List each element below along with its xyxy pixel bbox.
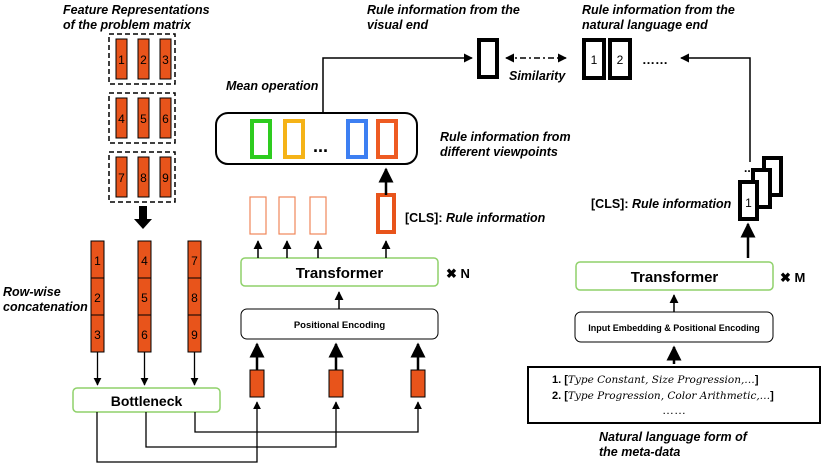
visual-end-line2: visual end — [367, 18, 428, 32]
cls-output-stack: 1 ... — [738, 156, 783, 221]
nl-form-line2: the meta-data — [599, 445, 680, 459]
column-to-bottleneck-arrows — [93, 352, 199, 386]
positional-encoding-block[interactable]: Positional Encoding — [240, 308, 439, 340]
transformer-output-arrows — [253, 240, 391, 258]
views-ellipsis: ... — [313, 136, 328, 156]
viewpoints-line2: different viewpoints — [440, 145, 558, 159]
input-embedding-label: Input Embedding & Positional Encoding — [588, 323, 760, 333]
cls-token — [376, 193, 396, 234]
cell-label: 6 — [162, 112, 169, 126]
nl-end-line2: natural language end — [582, 18, 708, 32]
times-n-label: ✖ N — [446, 266, 470, 281]
stack-dots: ... — [744, 161, 754, 175]
transformer-right-block[interactable]: Transformer — [575, 261, 774, 291]
feature-title-line2: of the problem matrix — [63, 18, 192, 32]
column-vector-2: 4 5 6 — [137, 240, 152, 353]
meta-suffix: ] — [770, 390, 774, 402]
nl-rule-vectors: 1 2 …… — [582, 38, 668, 80]
meta-content: Type Constant, Size Progression,… — [568, 374, 755, 386]
cls-label: [CLS]: Rule information — [405, 211, 546, 225]
cell-label: 4 — [141, 254, 148, 268]
meta-suffix: ] — [755, 374, 759, 386]
mean-to-visual-arrow — [322, 53, 473, 113]
transformer-left-block[interactable]: Transformer — [240, 257, 439, 287]
positional-encoding-label: Positional Encoding — [294, 320, 386, 331]
cls-tag-label: [CLS]: — [405, 211, 443, 225]
view-orange — [376, 119, 398, 159]
token-to-posenc-arrows — [249, 342, 426, 370]
similarity-label: Similarity — [509, 69, 566, 83]
output-tokens — [249, 196, 327, 235]
metadata-dots: …… — [662, 403, 686, 417]
column-vector-1: 1 2 3 — [90, 240, 105, 353]
bottleneck-label: Bottleneck — [111, 393, 183, 409]
big-down-arrow-icon — [134, 206, 152, 229]
row-concat-line1: Row-wise — [3, 285, 61, 299]
metadata-line-2: 2. [Type Progression, Color Arithmetic,…… — [552, 390, 774, 402]
cls-text-label: Rule information — [443, 211, 546, 225]
matrix-row-1: 1 2 3 — [108, 33, 176, 85]
cls-right-label: [CLS]: Rule information — [591, 197, 732, 211]
view-green — [250, 119, 272, 159]
stack-to-nl-arrow — [680, 53, 751, 162]
feature-title-line1: Feature Representations — [63, 3, 210, 17]
bottleneck-block[interactable]: Bottleneck — [72, 387, 221, 413]
cell-label: 4 — [118, 112, 125, 126]
input-embedding-block[interactable]: Input Embedding & Positional Encoding — [574, 311, 774, 343]
times-m-label: ✖ M — [780, 270, 805, 285]
cell-label: 1 — [94, 254, 101, 268]
visual-end-line1: Rule information from the — [367, 3, 520, 17]
nl-form-line1: Natural language form of — [599, 430, 749, 444]
cell-label: 2 — [94, 291, 101, 305]
visual-rule-vector — [477, 38, 499, 79]
meta-content: Type Progression, Color Arithmetic,… — [568, 390, 770, 402]
transformer-left-label: Transformer — [296, 265, 384, 282]
matrix-row-3: 7 8 9 — [108, 151, 176, 203]
meta-prefix: 1. [ — [552, 374, 568, 386]
token-inputs — [249, 369, 426, 398]
cell-label: 9 — [162, 171, 169, 185]
viewpoints-line1: Rule information from — [440, 130, 571, 144]
view-blue — [346, 119, 368, 159]
cell-label: 7 — [118, 171, 125, 185]
cell-label: 5 — [140, 112, 147, 126]
nl-vec-label: 1 — [591, 53, 598, 67]
nl-vec-label: 2 — [617, 53, 624, 67]
view-yellow — [283, 119, 305, 159]
cell-label: 3 — [94, 328, 101, 342]
cell-label: 2 — [140, 53, 147, 67]
cell-label: 1 — [118, 53, 125, 67]
row-concat-line2: concatenation — [3, 300, 88, 314]
cls-right-text: Rule information — [629, 197, 732, 211]
cell-label: 5 — [141, 291, 148, 305]
nl-end-line1: Rule information from the — [582, 3, 735, 17]
metadata-box: 1. [Type Constant, Size Progression,…] 2… — [527, 366, 821, 424]
cls-right-tag: [CLS]: — [591, 197, 629, 211]
mean-operation-label: Mean operation — [226, 79, 319, 93]
meta-prefix: 2. [ — [552, 390, 568, 402]
viewpoints-box: ... — [215, 112, 418, 165]
matrix-row-2: 4 5 6 — [108, 92, 176, 144]
stack-num-label: 1 — [745, 196, 752, 210]
cell-label: 8 — [140, 171, 147, 185]
nl-vec-dots: …… — [642, 52, 668, 67]
cell-label: 8 — [191, 291, 198, 305]
bottleneck-routing-lines — [96, 401, 422, 463]
cell-label: 7 — [191, 254, 198, 268]
transformer-right-label: Transformer — [631, 269, 719, 286]
cell-label: 3 — [162, 53, 169, 67]
cell-label: 9 — [191, 328, 198, 342]
metadata-line-1: 1. [Type Constant, Size Progression,…] — [552, 374, 759, 386]
column-vector-3: 7 8 9 — [187, 240, 202, 353]
cell-label: 6 — [141, 328, 148, 342]
